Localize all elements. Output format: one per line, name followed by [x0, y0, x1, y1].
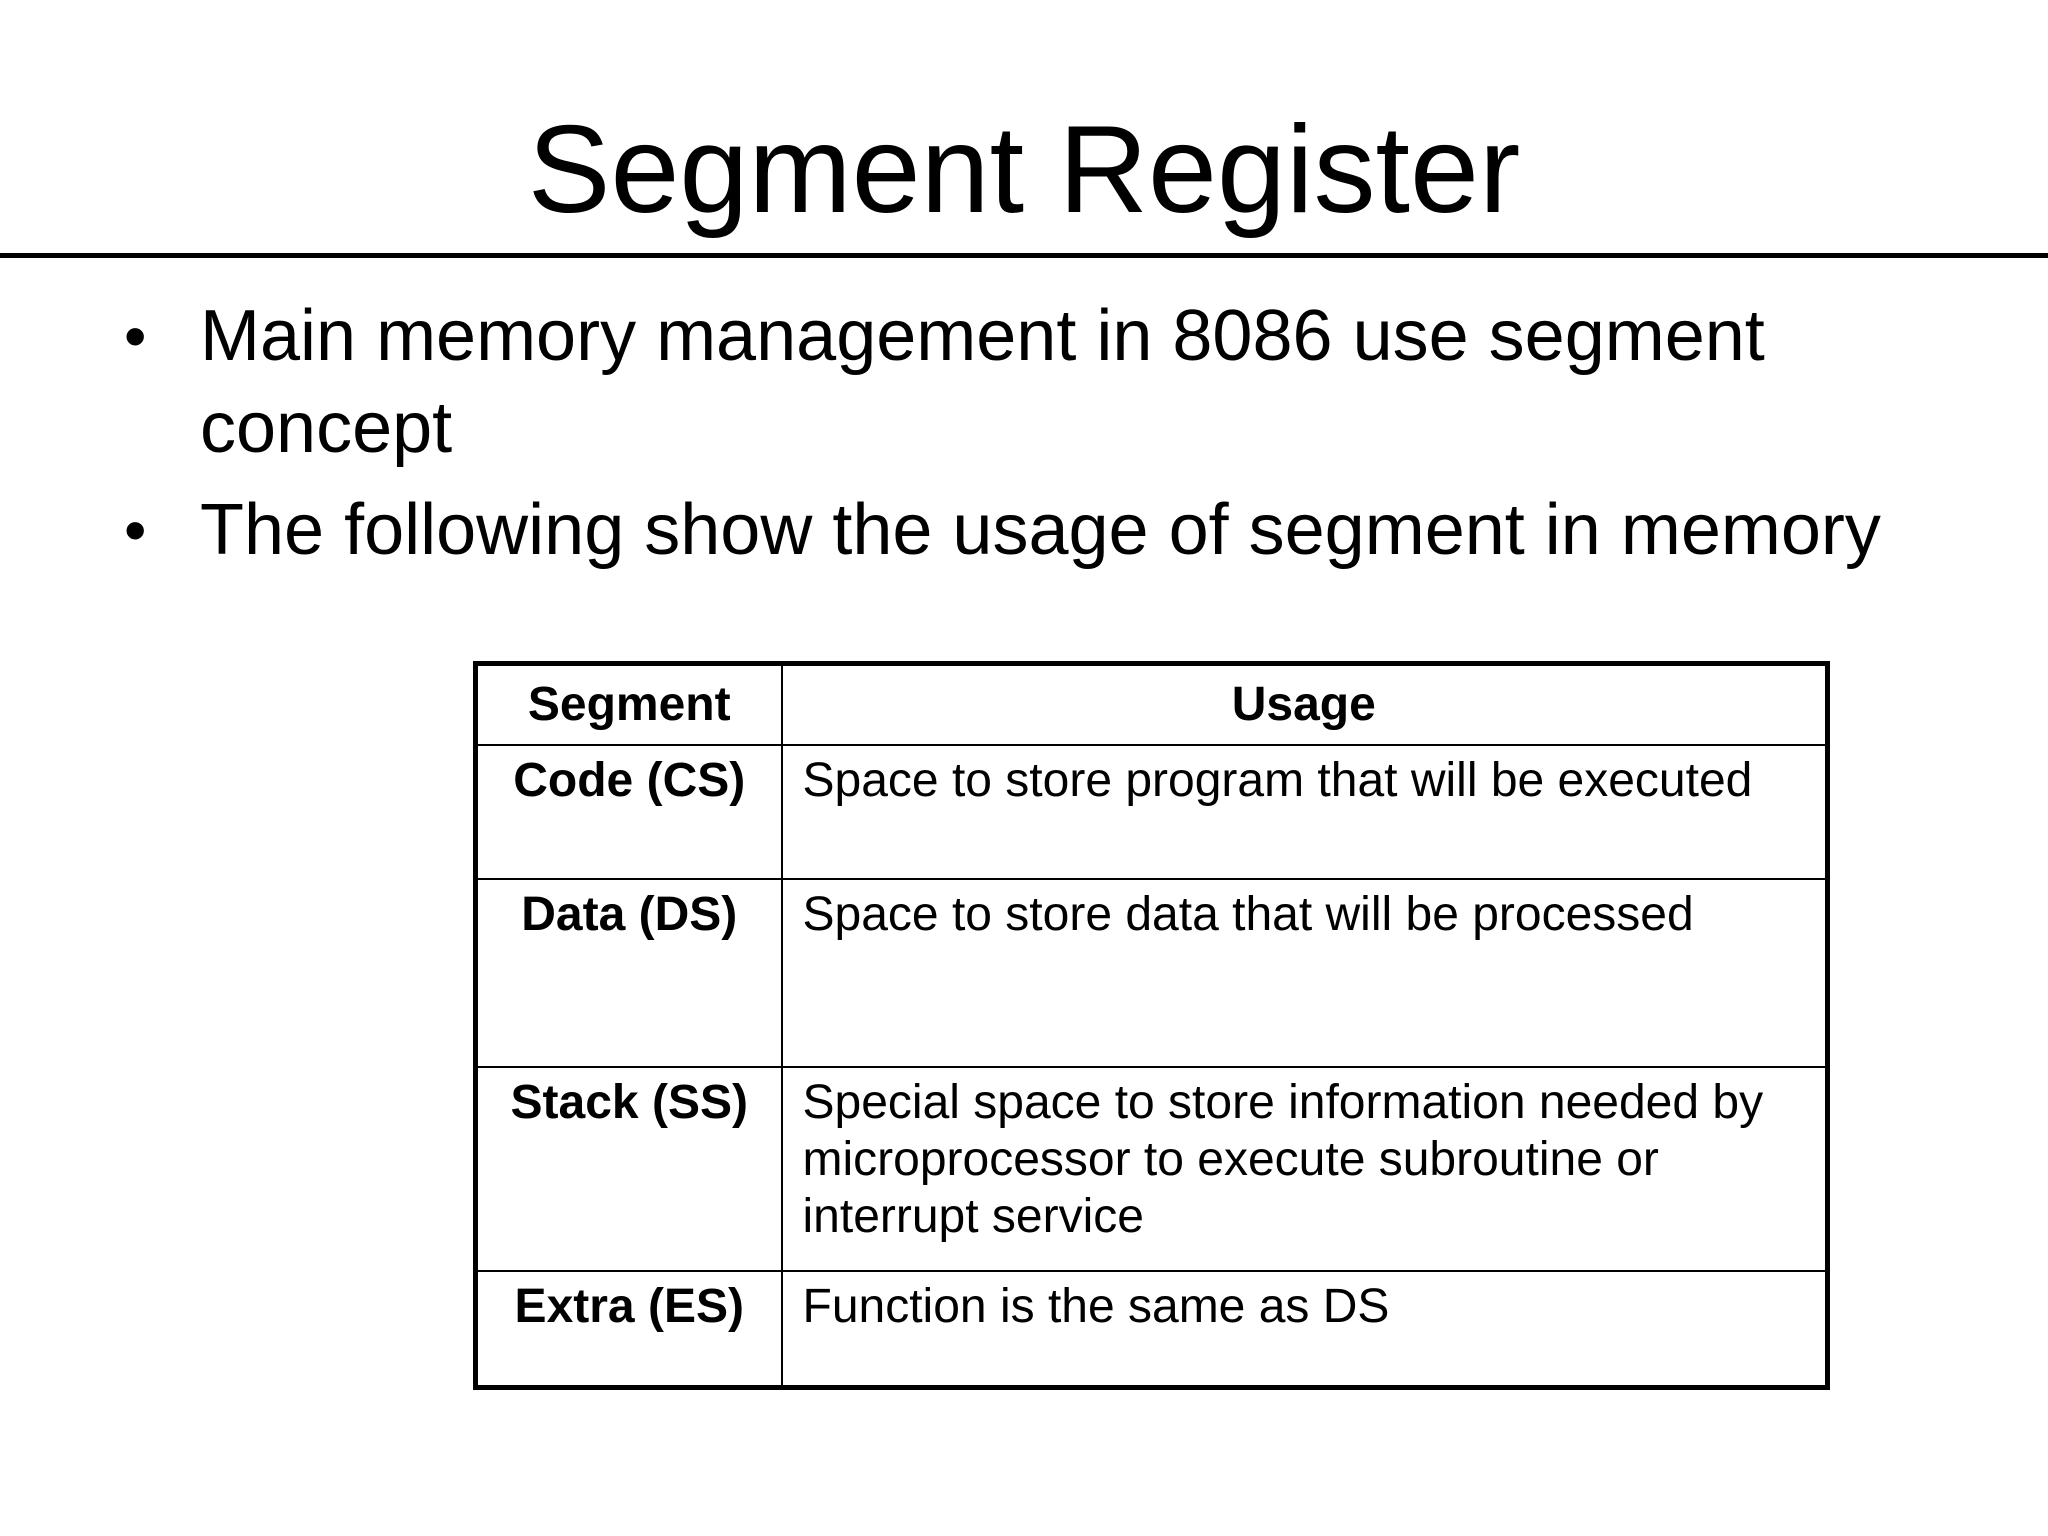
usage-cell: Function is the same as DS [780, 1270, 1829, 1389]
segment-cell: Code (CS) [474, 744, 783, 880]
usage-cell: Space to store program that will be exec… [780, 744, 1829, 880]
segment-cell: Stack (SS) [474, 1066, 783, 1272]
bullet-text: The following show the usage of segment … [200, 490, 1881, 570]
usage-cell: Space to store data that will be process… [780, 878, 1829, 1068]
header-usage: Usage [780, 662, 1829, 746]
bullet-item: • The following show the usage of segmen… [0, 484, 2048, 576]
table-row: Data (DS) Space to store data that will … [474, 878, 1829, 1068]
table-row: Code (CS) Space to store program that wi… [474, 744, 1829, 880]
title-divider [0, 253, 2048, 258]
segment-cell: Extra (ES) [474, 1270, 783, 1389]
bullet-list: • Main memory management in 8086 use seg… [0, 290, 2048, 586]
header-segment: Segment [474, 662, 783, 746]
segment-usage-table: Segment Usage Code (CS) Space to store p… [473, 661, 1830, 1390]
table-row: Stack (SS) Special space to store inform… [474, 1066, 1829, 1272]
table-header-row: Segment Usage [474, 662, 1829, 746]
bullet-dot-icon: • [124, 494, 147, 566]
bullet-item: • Main memory management in 8086 use seg… [0, 290, 2048, 474]
segment-cell: Data (DS) [474, 878, 783, 1068]
table-row: Extra (ES) Function is the same as DS [474, 1270, 1829, 1389]
bullet-text: Main memory management in 8086 use segme… [200, 296, 1765, 468]
slide-title: Segment Register [527, 101, 1521, 239]
usage-cell: Special space to store information neede… [780, 1066, 1829, 1272]
bullet-dot-icon: • [124, 300, 147, 372]
